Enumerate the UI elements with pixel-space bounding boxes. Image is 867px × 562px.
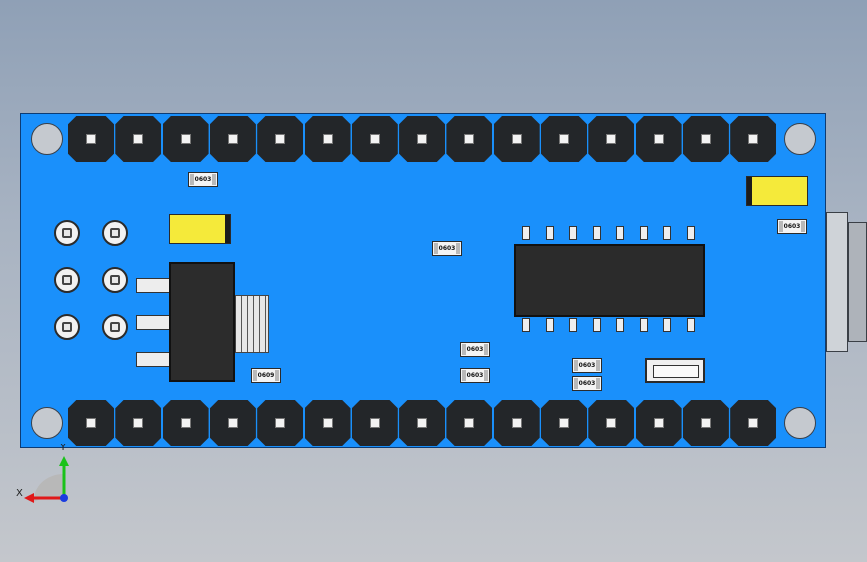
ic-pin	[522, 226, 530, 240]
header-pin-icon	[682, 116, 729, 162]
ic-pin	[639, 318, 648, 332]
header-pin-icon	[588, 116, 635, 162]
axis-triad-icon: X Y	[16, 444, 69, 503]
ic-pin	[616, 226, 624, 240]
resistor-r6: 0603	[572, 358, 602, 373]
ic-pin	[592, 226, 601, 240]
resistor-r4: 0603	[460, 342, 490, 357]
header-pin-icon	[635, 400, 682, 446]
header-pin-icon	[682, 400, 729, 446]
header-pin-icon	[68, 116, 114, 162]
header-pin-icon	[730, 400, 777, 446]
header-pin-icon	[162, 400, 209, 446]
header-pin-icon	[635, 116, 682, 162]
usb-connector	[826, 212, 848, 352]
ic-pin	[639, 226, 648, 240]
mounting-hole-top-right	[784, 123, 816, 155]
header-pin-icon	[399, 400, 446, 446]
header-pin-icon	[493, 400, 540, 446]
ic-pin	[569, 318, 577, 332]
ic-pin	[522, 318, 530, 332]
ic-pin	[545, 226, 554, 240]
ic-chip	[514, 244, 705, 317]
x-axis-arrow	[24, 493, 34, 503]
header-pin-icon	[68, 400, 114, 446]
resistor-r1: 0603	[188, 172, 218, 187]
mounting-hole-bottom-right	[784, 407, 816, 439]
y-axis-arrow	[59, 456, 69, 466]
ic-pin	[686, 226, 695, 240]
header-pin-icon	[115, 400, 162, 446]
header-pin-icon	[541, 400, 587, 446]
mounting-hole-bottom-left	[31, 407, 63, 439]
mounting-hole-top-left	[31, 123, 63, 155]
led-1	[54, 220, 80, 246]
ic-pin	[592, 318, 601, 332]
header-pin-icon	[588, 400, 635, 446]
header-pin-icon	[209, 116, 256, 162]
header-pin-icon	[541, 116, 587, 162]
ic-pin	[663, 226, 671, 240]
header-pin-icon	[493, 116, 540, 162]
header-pin-icon	[351, 116, 398, 162]
led-2	[102, 220, 128, 246]
resistor-r8: 0603	[777, 219, 807, 234]
header-pin-icon	[399, 116, 446, 162]
y-axis-label: Y	[59, 444, 67, 453]
led-3	[54, 267, 80, 293]
ic-pin	[569, 226, 577, 240]
header-pin-icon	[162, 116, 209, 162]
resistor-r7: 0603	[572, 376, 602, 391]
voltage-regulator	[169, 262, 235, 382]
regulator-lead-3	[136, 352, 170, 367]
resistor-r5: 0603	[460, 368, 490, 383]
diode-d2	[746, 176, 808, 206]
regulator-lead-1	[136, 278, 170, 293]
header-pin-icon	[446, 116, 493, 162]
header-pin-icon	[209, 400, 256, 446]
led-6	[102, 314, 128, 340]
resistor-r3: 0603	[432, 241, 462, 256]
ic-pin	[686, 318, 695, 332]
crystal	[645, 358, 705, 383]
x-axis-label: X	[16, 488, 23, 499]
usb-connector-shell	[848, 222, 867, 342]
header-pin-icon	[115, 116, 162, 162]
header-pin-icon	[257, 400, 304, 446]
axis-plane	[33, 473, 64, 502]
diode-d1	[169, 214, 231, 244]
ic-pin	[616, 318, 624, 332]
led-5	[54, 314, 80, 340]
header-pin-icon	[446, 400, 493, 446]
z-axis-dot	[60, 494, 68, 502]
header-pin-icon	[304, 116, 351, 162]
header-pin-icon	[304, 400, 351, 446]
crystal-window	[653, 365, 699, 378]
regulator-tab	[235, 295, 269, 353]
header-pin-icon	[257, 116, 304, 162]
header-pin-icon	[730, 116, 777, 162]
resistor-r2: 0609	[251, 368, 281, 383]
led-4	[102, 267, 128, 293]
ic-pin	[545, 318, 554, 332]
regulator-lead-2	[136, 315, 170, 330]
header-pin-icon	[351, 400, 398, 446]
ic-pin	[663, 318, 671, 332]
